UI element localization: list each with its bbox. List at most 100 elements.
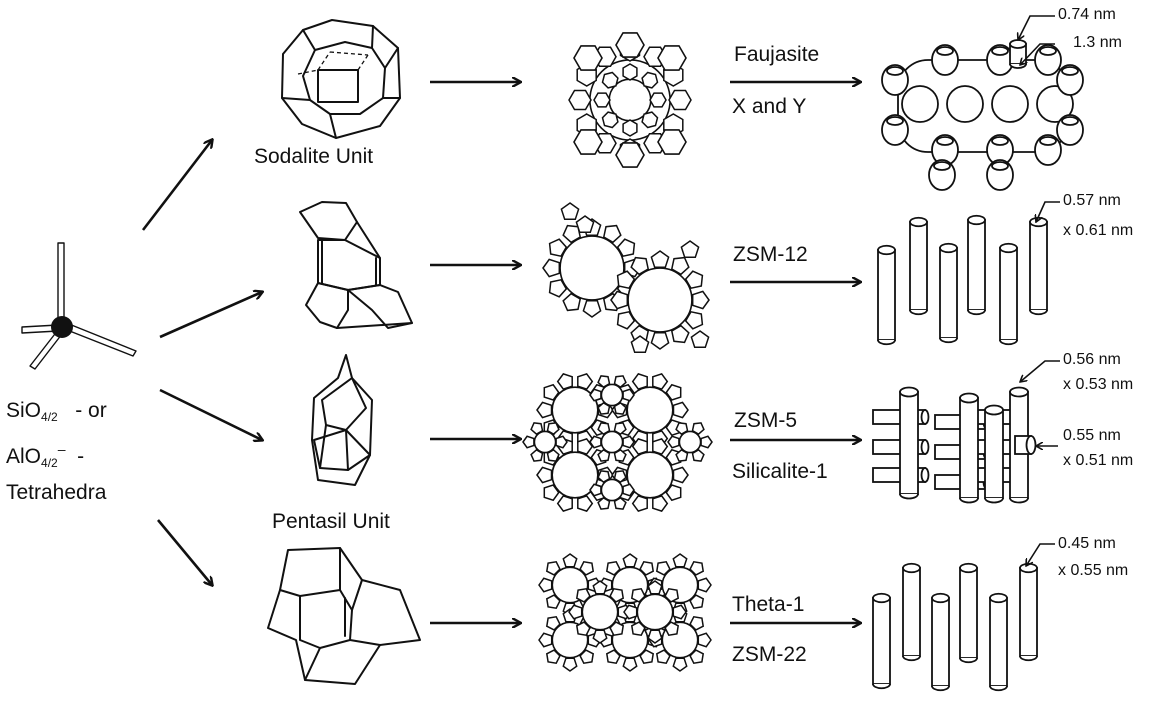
cage-ring [545, 560, 561, 576]
cage-ring [672, 401, 689, 419]
cage-ring [631, 438, 648, 455]
channel-end [1025, 435, 1037, 455]
cage-ring [700, 435, 713, 449]
zsm5-framework-icon [522, 373, 713, 512]
channel-end [1009, 63, 1027, 69]
tetrahedra-label-line1: SiO4/2 - or [6, 399, 107, 424]
cage-ring [655, 649, 671, 665]
channel [872, 597, 891, 685]
channel-end [920, 439, 930, 455]
channel-end [984, 404, 1004, 416]
cage-ring [652, 495, 669, 512]
supercage [901, 85, 939, 123]
cage-ring [697, 632, 712, 648]
pore [559, 235, 625, 301]
cage-ring [545, 615, 561, 631]
pore [678, 430, 702, 454]
cage-ring [631, 495, 648, 512]
cage-ring [575, 587, 591, 603]
cage-ring [560, 202, 580, 221]
cage-ring [615, 32, 645, 58]
cage-window-top [1039, 136, 1057, 146]
channel-end [931, 685, 950, 692]
theta-unit-icon [267, 547, 421, 685]
cage-ring [568, 89, 592, 111]
cage-ring [622, 119, 638, 137]
cage-ring [589, 435, 602, 449]
cage-ring [641, 111, 659, 129]
cage-ring [609, 587, 625, 603]
channel [877, 249, 896, 341]
cage-ring [665, 383, 682, 401]
cage-ring [665, 484, 682, 502]
cage-ring [680, 240, 700, 259]
cage-window-top [1039, 46, 1057, 56]
cage-window-top [886, 116, 904, 126]
cage-ring [668, 89, 692, 111]
cage-ring [657, 45, 687, 71]
cage-ring [573, 45, 603, 71]
channel-end [967, 214, 986, 226]
channel-end [939, 337, 958, 344]
cage-window-top [991, 46, 1009, 56]
cage-ring [543, 383, 560, 401]
channel-end [999, 242, 1018, 254]
channel-end [920, 467, 930, 483]
cage-ring [630, 335, 650, 354]
cage-ring [670, 256, 690, 276]
channel-end [989, 592, 1008, 604]
channel-end [959, 392, 979, 404]
cage-ring [555, 435, 568, 449]
channel-end [899, 493, 919, 500]
channel-end [984, 497, 1004, 504]
cage-ring [630, 587, 646, 603]
channel-end [909, 216, 928, 228]
zsm5-label: ZSM-5 [734, 409, 797, 432]
faujasite-xy-label: X and Y [732, 95, 807, 118]
channel-end [902, 655, 921, 662]
cage-ring [562, 553, 578, 568]
cage-ring [657, 129, 687, 155]
cage-window-top [936, 46, 954, 56]
cage-ring [622, 553, 638, 568]
cage-ring [675, 422, 689, 436]
cage-ring [597, 401, 611, 415]
faujasite-framework-icon [568, 32, 692, 168]
supercage [1036, 85, 1074, 123]
zsm22-label: ZSM-22 [732, 643, 807, 666]
pore [581, 593, 619, 631]
zsm5-dim-a: 0.56 nm [1063, 351, 1121, 368]
cage-ring [545, 594, 561, 610]
cage-ring [605, 560, 621, 576]
zsm12-unit-icon [299, 201, 413, 329]
pentasil-unit-icon [311, 354, 373, 486]
cage-ring [613, 422, 627, 436]
cage-ring [538, 577, 553, 593]
cage-window-top [886, 66, 904, 76]
cage-ring [597, 470, 611, 484]
cage-ring [613, 375, 627, 389]
cage-ring [622, 388, 635, 402]
cage-ring [562, 292, 582, 312]
sodalite-cage-icon [281, 19, 401, 139]
cage-ring [536, 466, 553, 484]
cage-ring [655, 560, 671, 576]
pore [600, 430, 624, 454]
cage-ring [562, 224, 582, 244]
faujasite-cage-channels-icon [881, 39, 1084, 191]
cage-ring [522, 435, 535, 449]
cage-ring [530, 448, 544, 462]
channel-end [1009, 39, 1027, 49]
cage-ring [577, 495, 594, 512]
cage-ring [613, 448, 627, 462]
cage-ring [616, 270, 636, 290]
channel [1029, 221, 1048, 311]
channel-end [1029, 309, 1048, 316]
cage-ring [579, 560, 595, 576]
cage-ring [545, 649, 561, 665]
cage-ring [542, 258, 561, 278]
channel-end [909, 309, 928, 316]
cage-ring [548, 278, 568, 298]
cage-ring [615, 142, 645, 168]
